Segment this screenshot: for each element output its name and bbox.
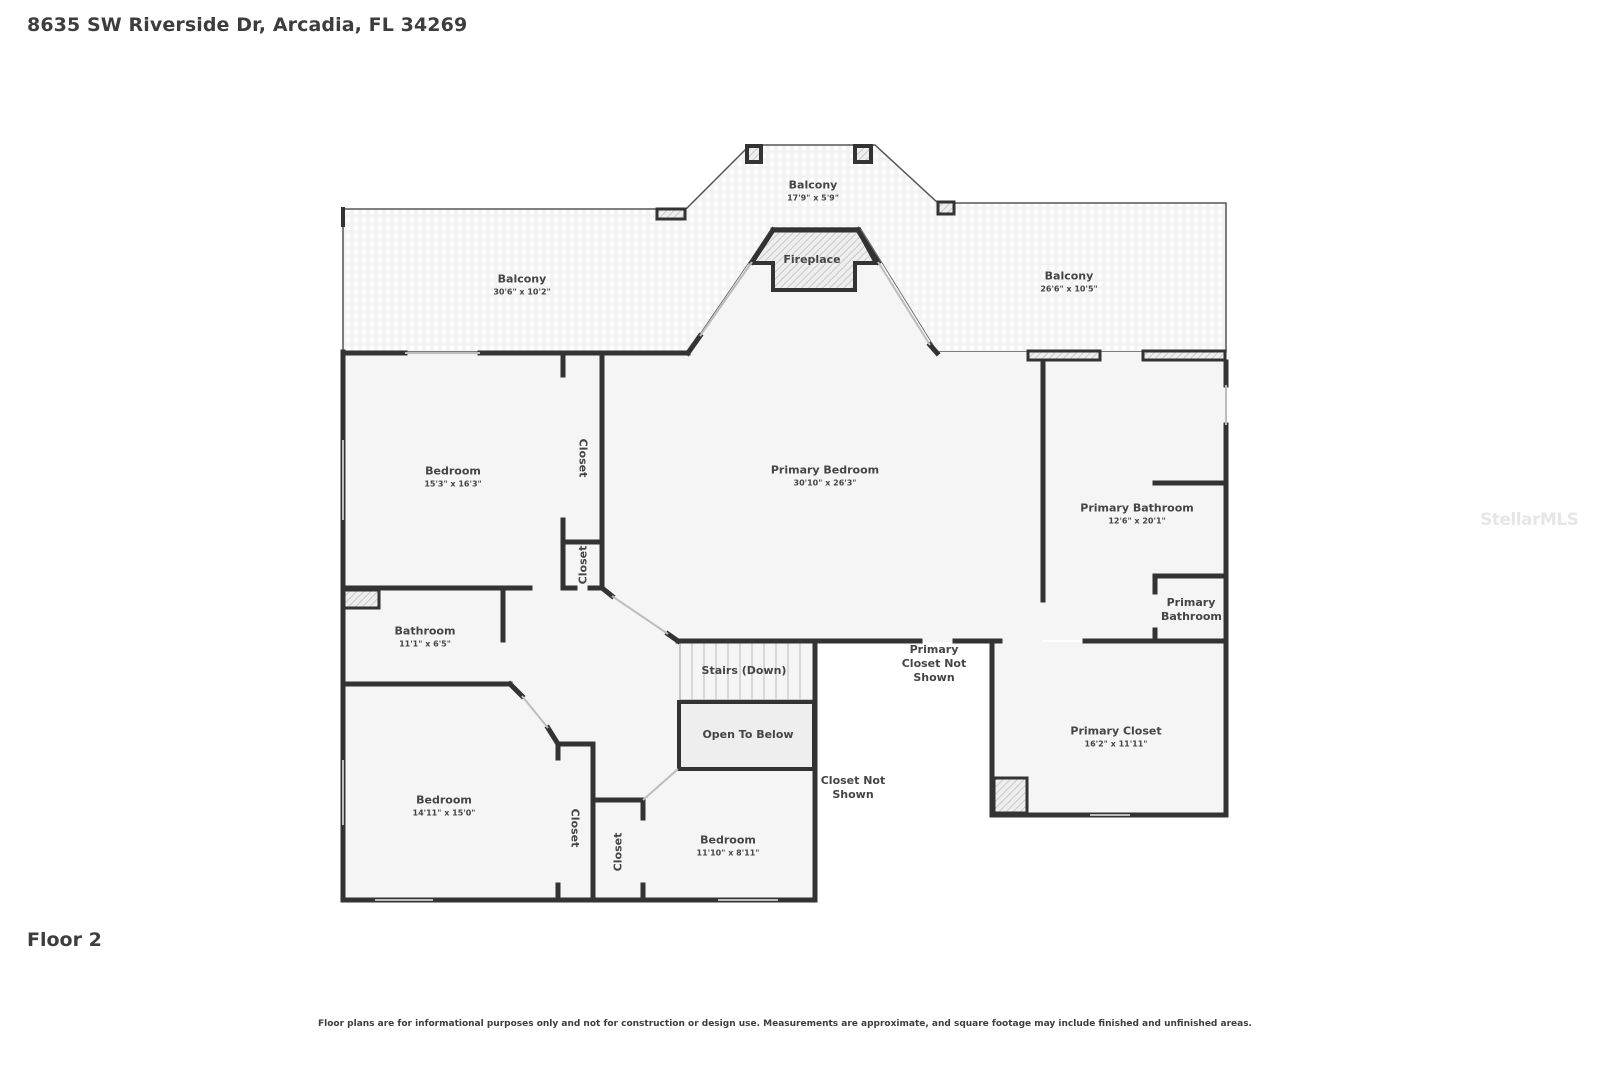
room-name: Stairs (Down) [701,664,787,677]
room-bedroom-s: Bedroom 11'10" x 8'11" [697,834,760,859]
room-open-to-below: Open To Below [702,728,793,742]
room-closet-nw-small: Closet [576,545,590,585]
room-dimensions: 30'10" x 26'3" [793,478,857,488]
room-dimensions: 12'6" x 20'1" [1108,516,1166,526]
stairs [679,641,814,701]
interior-floor [343,228,1226,900]
room-dimensions: 15'3" x 16'3" [424,479,482,489]
room-name: Primary Bathroom [1161,596,1222,623]
pillars [342,144,1227,815]
room-name: Primary Bathroom [1080,501,1194,515]
room-bedroom-sw: Bedroom 14'11" x 15'0" [413,794,476,819]
room-dimensions: 26'6" x 10'5" [1040,284,1098,294]
room-primary-bedroom: Primary Bedroom 30'10" x 26'3" [771,464,879,489]
room-name: Primary Closet [1070,724,1162,738]
room-closet-nw-long: Closet [576,438,590,478]
room-primary-bathroom-small: Primary Bathroom [1161,596,1222,624]
room-name: Bedroom [416,793,472,807]
room-fireplace: Fireplace [783,253,840,267]
room-stairs: Stairs (Down) [702,664,787,678]
room-primary-bathroom: Primary Bathroom 12'6" x 20'1" [1080,502,1193,527]
windows [342,261,1227,901]
room-dimensions: 17'9" x 5'9" [787,193,839,203]
room-dimensions: 16'2" x 11'11" [1084,739,1148,749]
floor-label: Floor 2 [27,929,102,951]
disclaimer: Floor plans are for informational purpos… [318,1019,1252,1029]
room-dimensions: 30'6" x 10'2" [493,287,551,297]
room-name: Bedroom [425,464,481,478]
room-balcony-right: Balcony 26'6" x 10'5" [1040,270,1097,295]
room-name: Open To Below [702,728,794,741]
watermark: StellarMLS [1480,510,1579,530]
room-dimensions: 11'10" x 8'11" [696,848,760,858]
room-dimensions: 11'1" x 6'5" [399,639,451,649]
room-closet-not-shown: Closet Not Shown [818,774,888,802]
room-balcony-center: Balcony 17'9" x 5'9" [787,179,839,204]
room-dimensions: 14'11" x 15'0" [412,808,476,818]
room-name: Bathroom [394,624,456,638]
room-name: Balcony [1044,269,1094,283]
room-balcony-left: Balcony 30'6" x 10'2" [493,273,550,298]
room-bathroom: Bathroom 11'1" x 6'5" [395,625,456,650]
room-name: Primary Closet Not Shown [901,643,967,684]
room-name: Primary Bedroom [770,463,880,477]
room-bedroom-nw: Bedroom 15'3" x 16'3" [424,465,481,490]
property-address: 8635 SW Riverside Dr, Arcadia, FL 34269 [27,14,468,36]
room-closet-sw-long: Closet [568,808,582,848]
room-name: Balcony [788,178,838,192]
room-name: Closet Not Shown [820,774,886,801]
room-primary-closet-not-shown: Primary Closet Not Shown [889,643,979,685]
room-name: Fireplace [783,253,841,266]
room-name: Balcony [497,272,547,286]
room-closet-sw-small: Closet [611,832,625,872]
room-primary-closet: Primary Closet 16'2" x 11'11" [1070,725,1161,750]
room-name: Bedroom [700,833,756,847]
